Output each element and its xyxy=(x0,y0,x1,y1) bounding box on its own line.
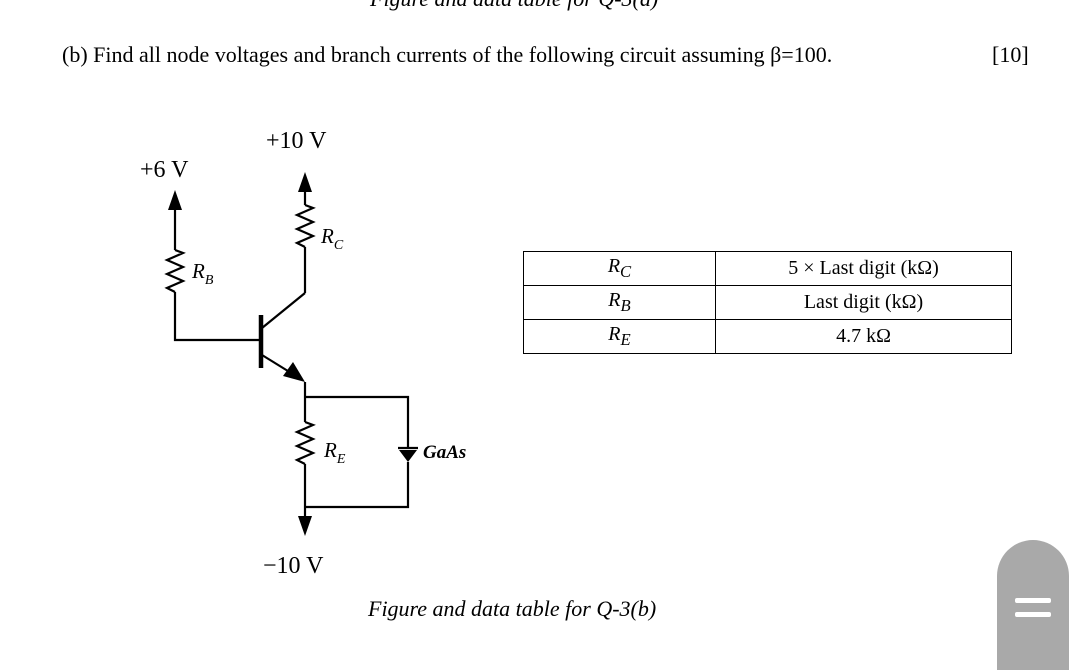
rb-resistor xyxy=(164,248,186,293)
table-row: RC 5 × Last digit (kΩ) xyxy=(523,251,1012,286)
rc-arrow xyxy=(298,172,312,192)
question-text: (b) Find all node voltages and branch cu… xyxy=(62,42,833,67)
rb-label: RB xyxy=(191,259,214,288)
re-resistor xyxy=(294,420,316,465)
vcc-label: +10 V xyxy=(266,128,327,154)
table-row: RE 4.7 kΩ xyxy=(523,319,1012,354)
circuit-diagram: +10 V +6 V −10 V RC RB RE GaAs xyxy=(140,128,466,579)
rc-resistor xyxy=(294,203,316,248)
vbb-label: +6 V xyxy=(140,157,189,183)
re-label: RE xyxy=(323,438,346,467)
diode-bottom-wire xyxy=(305,462,410,509)
diode-icon xyxy=(399,450,417,462)
base-wire xyxy=(173,292,260,342)
table-cell-value: 5 × Last digit (kΩ) xyxy=(715,251,1012,286)
table-cell-value: Last digit (kΩ) xyxy=(715,285,1012,320)
previous-caption-partial: Figure and data table for Q-3(a) xyxy=(370,0,658,12)
vee-arrow xyxy=(298,516,312,536)
table-row: RB Last digit (kΩ) xyxy=(523,285,1012,320)
transistor-collector xyxy=(261,292,306,329)
vee-label: −10 V xyxy=(263,553,324,579)
diode-label: GaAs xyxy=(423,442,466,463)
figure-caption: Figure and data table for Q-3(b) xyxy=(368,596,657,621)
table-cell-value: 4.7 kΩ xyxy=(715,319,1012,354)
rc-label: RC xyxy=(320,224,344,253)
diode-top-wire xyxy=(305,395,410,448)
question-marks: [10] xyxy=(992,42,1029,67)
table-cell-name: RB xyxy=(523,285,716,320)
component-table: RC 5 × Last digit (kΩ) RB Last digit (kΩ… xyxy=(523,251,1012,354)
menu-button[interactable] xyxy=(997,540,1069,670)
rb-arrow xyxy=(168,190,182,210)
table-cell-name: RC xyxy=(523,251,716,286)
table-cell-name: RE xyxy=(523,319,716,354)
emitter-arrow xyxy=(283,362,305,382)
